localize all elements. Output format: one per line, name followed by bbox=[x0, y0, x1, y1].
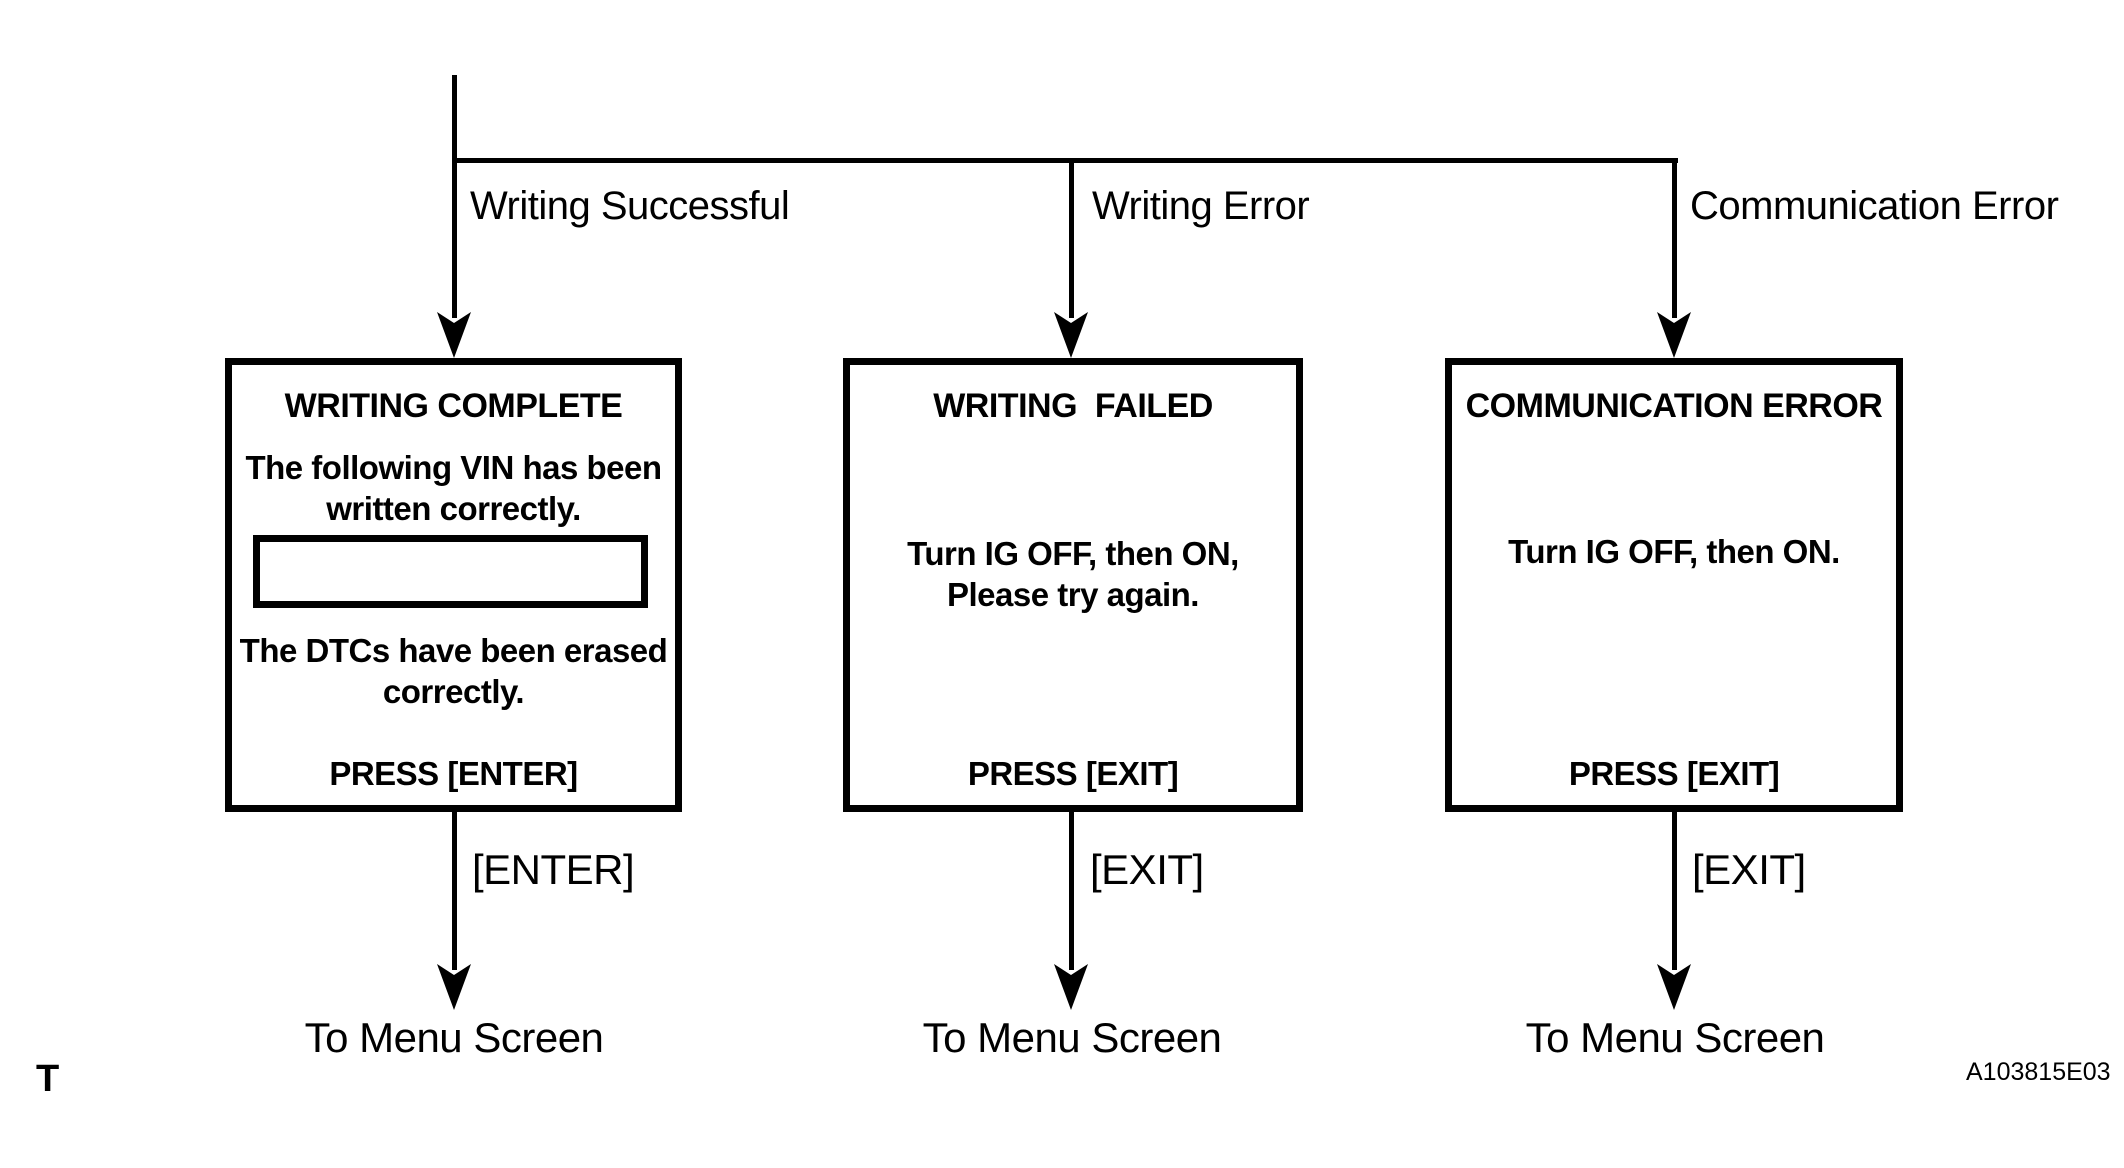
arrow-down-icon bbox=[437, 312, 471, 358]
exit-line-1 bbox=[452, 812, 457, 970]
screen-title: COMMUNICATION ERROR bbox=[1465, 387, 1883, 425]
menu-destination-label: To Menu Screen bbox=[304, 1014, 604, 1061]
figure-id: A103815E03 bbox=[1966, 1058, 2111, 1086]
screen-title: WRITING COMPLETE bbox=[284, 387, 623, 425]
menu-destination-label: To Menu Screen bbox=[922, 1014, 1222, 1061]
screen-message-line: correctly. bbox=[382, 673, 525, 710]
arrow-down-icon bbox=[1657, 964, 1691, 1010]
screen-message-line: Turn IG OFF, then ON, bbox=[907, 535, 1239, 572]
key-label-exit: [EXIT] bbox=[1692, 846, 1806, 893]
branch-label-writing-error: Writing Error bbox=[1092, 184, 1310, 228]
screen-message-line: The following VIN has been bbox=[245, 449, 662, 486]
branch-horizontal-line bbox=[452, 158, 1678, 163]
branch-label-communication-error: Communication Error bbox=[1690, 184, 2059, 228]
screen-message-line: The DTCs have been erased bbox=[239, 632, 668, 669]
key-label-exit: [EXIT] bbox=[1090, 846, 1204, 893]
arrow-down-icon bbox=[437, 964, 471, 1010]
branch-label-writing-successful: Writing Successful bbox=[470, 184, 790, 228]
arrow-down-icon bbox=[1054, 312, 1088, 358]
incoming-line bbox=[452, 75, 457, 163]
exit-line-3 bbox=[1672, 812, 1677, 970]
screen-message-line: Please try again. bbox=[947, 576, 1199, 613]
press-instruction: PRESS [EXIT] bbox=[967, 755, 1179, 792]
arrow-down-icon bbox=[1054, 964, 1088, 1010]
menu-destination-label: To Menu Screen bbox=[1525, 1014, 1825, 1061]
vin-display-field bbox=[253, 535, 648, 608]
screen-message-line: written correctly. bbox=[326, 490, 581, 527]
drop-line-2 bbox=[1069, 160, 1074, 318]
press-instruction: PRESS [ENTER] bbox=[329, 755, 578, 792]
screen-box-writing-failed: WRITING FAILED Turn IG OFF, then ON, Ple… bbox=[843, 358, 1303, 812]
exit-line-2 bbox=[1069, 812, 1074, 970]
drop-line-1 bbox=[452, 160, 457, 318]
arrow-down-icon bbox=[1657, 312, 1691, 358]
page-marker: T bbox=[36, 1058, 60, 1100]
press-instruction: PRESS [EXIT] bbox=[1568, 755, 1780, 792]
screen-message-line: Turn IG OFF, then ON. bbox=[1508, 533, 1840, 570]
screen-box-writing-complete: WRITING COMPLETE The following VIN has b… bbox=[225, 358, 682, 812]
key-label-enter: [ENTER] bbox=[472, 846, 635, 893]
screen-title: WRITING FAILED bbox=[933, 387, 1213, 425]
drop-line-3 bbox=[1672, 160, 1677, 318]
screen-box-communication-error: COMMUNICATION ERROR Turn IG OFF, then ON… bbox=[1445, 358, 1903, 812]
